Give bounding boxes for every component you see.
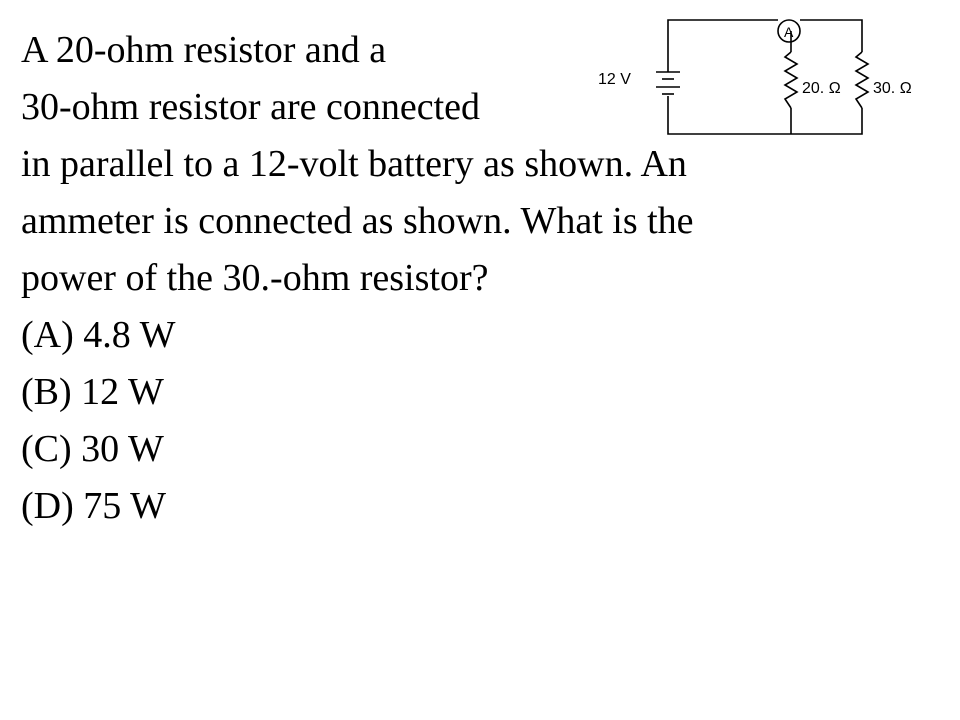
circuit-diagram: 12 V A 20. Ω 30. Ω: [598, 19, 912, 135]
option-a: (A) 4.8 W: [21, 314, 176, 356]
resistor-20-symbol: [783, 51, 799, 109]
question-line-3: in parallel to a 12-volt battery as show…: [21, 143, 687, 185]
option-c: (C) 30 W: [21, 428, 164, 470]
battery-label: 12 V: [598, 71, 631, 88]
battery-symbol: [656, 71, 680, 95]
resistor-30-symbol: [854, 51, 870, 109]
ammeter-icon: [777, 19, 801, 43]
question-line-5: power of the 30.-ohm resistor?: [21, 257, 489, 299]
resistor-30-label: 30. Ω: [873, 80, 912, 97]
option-d: (D) 75 W: [21, 485, 166, 527]
option-b: (B) 12 W: [21, 371, 164, 413]
question-line-2: 30-ohm resistor are connected: [21, 86, 480, 128]
question-line-1: A 20-ohm resistor and a: [21, 29, 387, 71]
ammeter-label: A: [784, 24, 794, 40]
circuit-wires: [667, 19, 863, 135]
question-line-4: ammeter is connected as shown. What is t…: [21, 200, 694, 242]
resistor-20-label: 20. Ω: [802, 80, 841, 97]
